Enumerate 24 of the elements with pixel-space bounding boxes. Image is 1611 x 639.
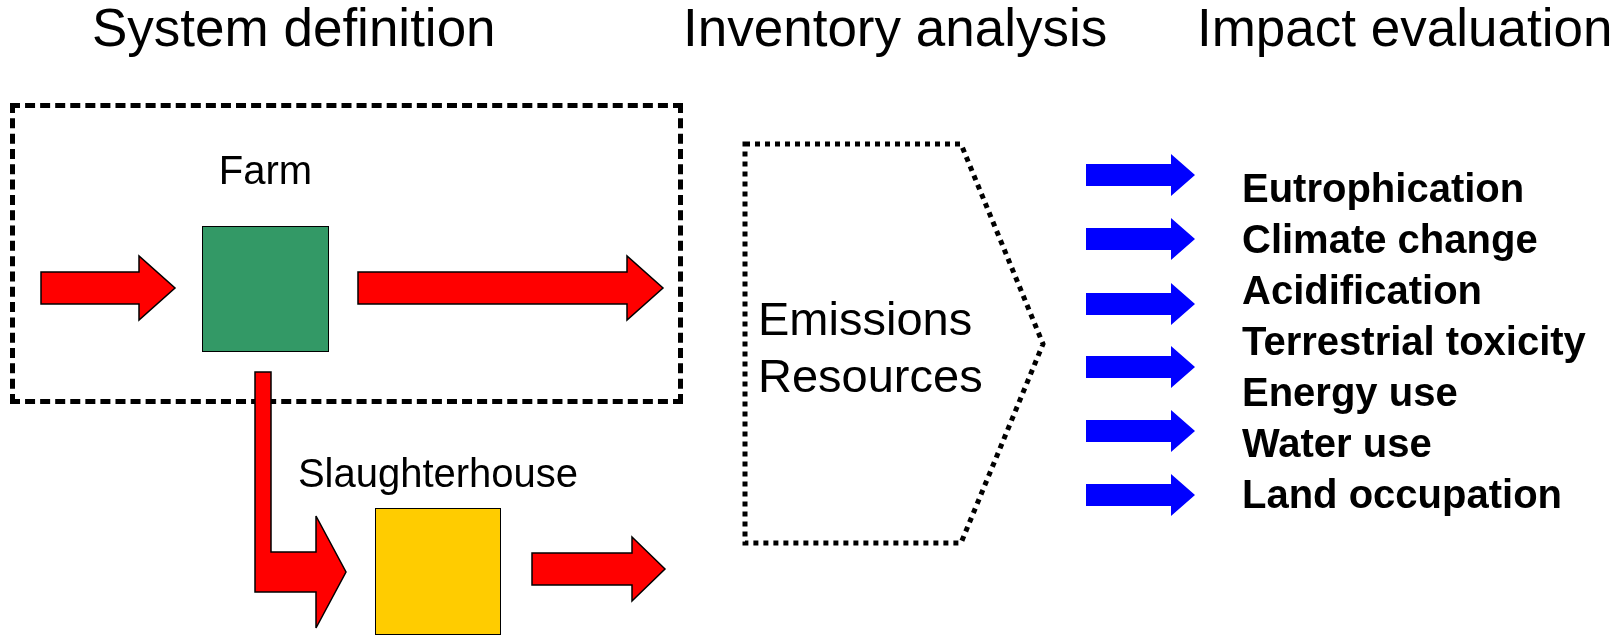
flow-text: Resources (758, 348, 983, 404)
block-arrow (1086, 218, 1195, 260)
process-label: Farm (218, 147, 313, 194)
impact-category: Terrestrial toxicity (1242, 318, 1586, 365)
block-arrow (1086, 283, 1195, 325)
block-arrow (1086, 154, 1195, 196)
block-arrow (531, 535, 667, 603)
impact-category: Acidification (1242, 267, 1484, 314)
block-arrow (40, 254, 177, 322)
block-arrow (1086, 474, 1195, 516)
column-heading: System definition (92, 0, 496, 59)
column-heading: Impact evaluation (1197, 0, 1611, 59)
block-arrow (1086, 346, 1195, 388)
impact-category: Energy use (1242, 369, 1459, 416)
column-heading: Inventory analysis (683, 0, 1108, 59)
block-arrow (1086, 410, 1195, 452)
flow-text: Emissions (758, 291, 974, 347)
block-arrow (254, 371, 347, 629)
impact-category: Eutrophication (1242, 165, 1526, 212)
impact-category: Climate change (1242, 216, 1539, 263)
process-label: Slaughterhouse (297, 450, 579, 497)
block-arrow (357, 254, 665, 322)
impact-category: Water use (1242, 420, 1433, 467)
impact-category: Land occupation (1242, 471, 1563, 518)
